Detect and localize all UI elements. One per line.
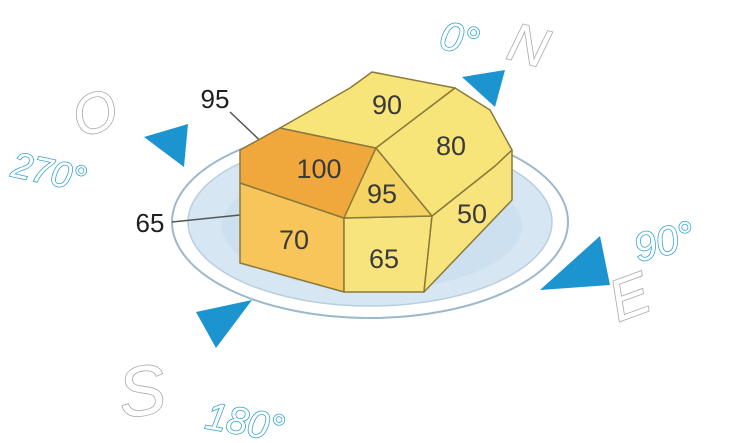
north-arrow-icon [462,70,505,107]
east-degrees-label: 90° [630,213,699,270]
label-side-right: 50 [457,199,487,229]
face-top-right [375,87,513,217]
label-side-left: 70 [279,225,309,255]
label-side-front: 65 [369,244,399,274]
west-letter: O [64,76,125,149]
leader-label-lower: 65 [136,208,165,238]
west-arrow-icon [144,124,188,167]
east-arrow-icon [540,236,610,290]
label-top-front-middle: 95 [367,179,397,209]
north-letter: N [502,12,556,80]
south-letter: S [113,349,170,433]
label-top-front-left: 100 [296,154,341,184]
north-degrees-label: 0° [436,14,483,65]
face-top-back [279,71,456,149]
south-arrow-icon [196,300,252,348]
west-degrees-label: 270° [7,144,89,200]
leader-line-lower [171,214,241,223]
building [239,71,513,293]
leader-label-upper: 95 [201,84,230,114]
east-letter: E [600,259,660,334]
south-degrees-label: 180° [202,396,287,443]
label-top-back: 90 [372,90,402,120]
label-top-right: 80 [436,131,466,161]
